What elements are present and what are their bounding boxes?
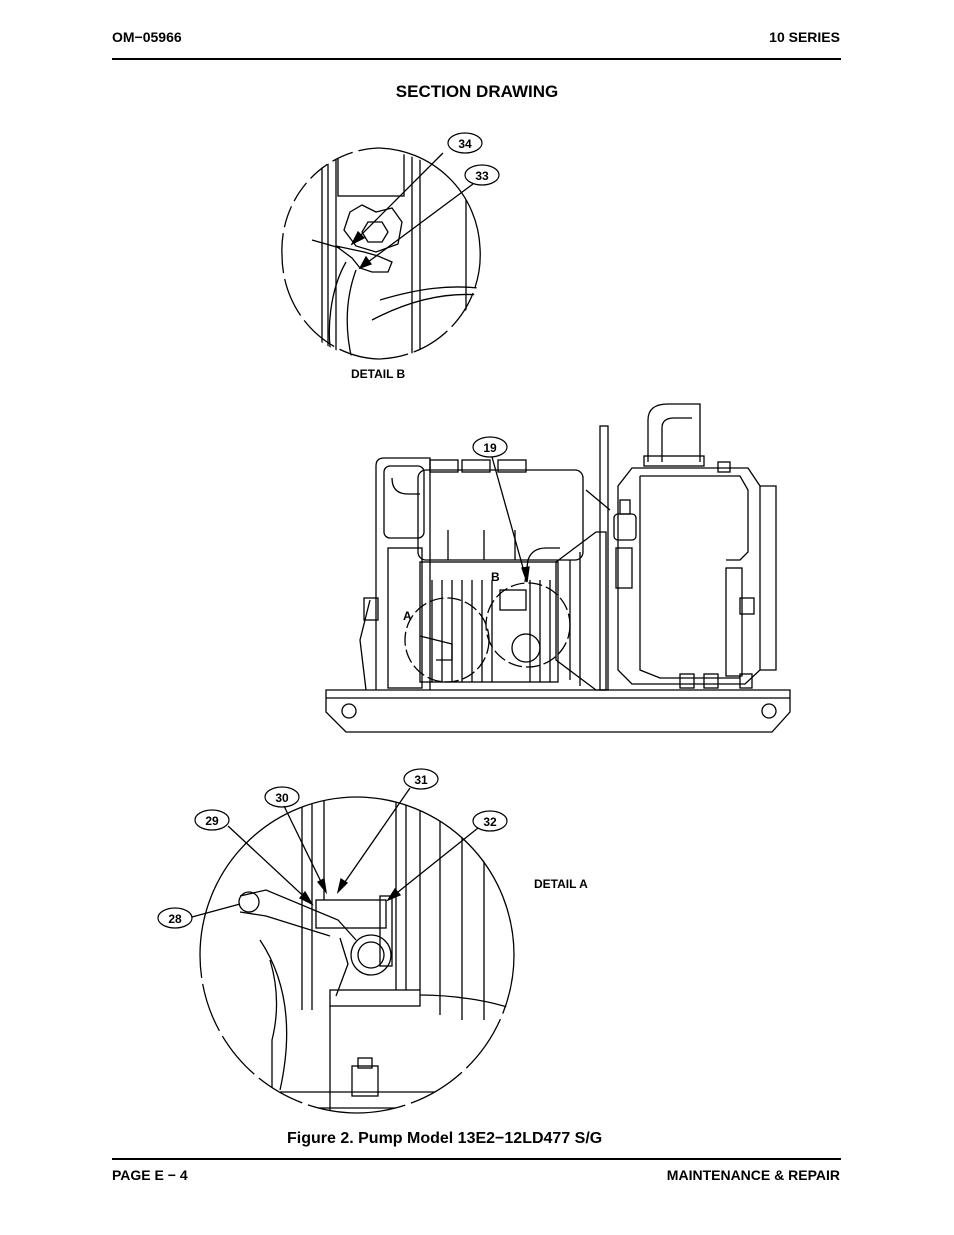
marker-a: A [403,609,412,623]
section-title: SECTION DRAWING [395,82,559,101]
pump-assembly [325,403,791,733]
svg-text:19: 19 [483,441,497,455]
series-label: 10 SERIES [769,29,840,45]
callout-34: 34 [447,132,483,154]
svg-text:34: 34 [458,137,472,151]
callout-33: 33 [464,164,500,186]
header-rule [112,58,841,60]
callout-28: 28 [157,907,193,929]
svg-text:32: 32 [483,815,497,829]
detail-b-label: DETAIL B [351,367,406,381]
figure-caption: Figure 2. Pump Model 13E2−12LD477 S/G [287,1130,603,1147]
callout-29: 29 [194,809,230,831]
svg-text:30: 30 [275,791,289,805]
doc-id: OM−05966 [112,29,182,45]
marker-b: B [491,570,500,584]
svg-text:31: 31 [414,773,428,787]
callout-19: 19 [472,436,530,583]
svg-text:33: 33 [475,169,489,183]
footer-rule [112,1158,841,1160]
callout-32: 32 [472,810,508,832]
callout-30: 30 [264,786,300,808]
footer-section: MAINTENANCE & REPAIR [666,1167,840,1183]
svg-text:29: 29 [205,814,219,828]
callout-31: 31 [403,768,439,790]
detail-b-circle [281,147,481,360]
detail-a-circle [191,787,515,1114]
detail-a-label: DETAIL A [534,877,588,891]
svg-text:28: 28 [168,912,182,926]
page-number: PAGE E − 4 [112,1167,188,1183]
